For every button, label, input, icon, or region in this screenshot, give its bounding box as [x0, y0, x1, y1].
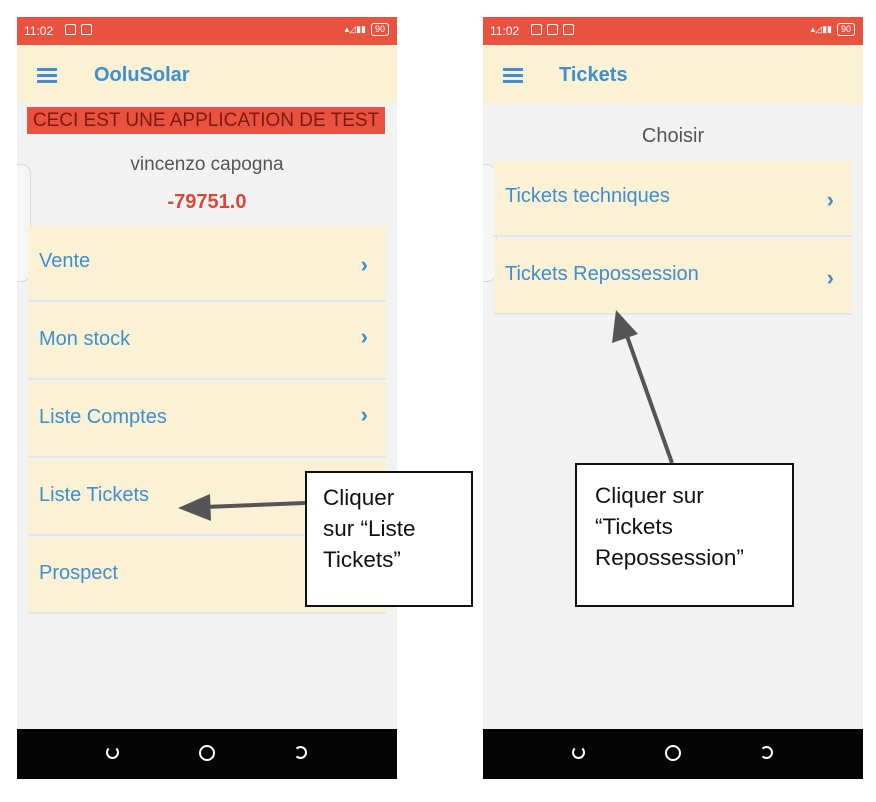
- menu-item-label: Prospect: [39, 562, 118, 584]
- callout-line: Cliquer sur: [595, 483, 704, 508]
- status-time: 11:02: [490, 24, 520, 38]
- navigation-bar: [17, 729, 397, 779]
- arrow-to-tickets-repossession: [625, 335, 674, 464]
- message-icon: [547, 24, 558, 35]
- chevron-right-icon: ›: [360, 402, 368, 427]
- recent-apps-icon[interactable]: [760, 746, 773, 759]
- back-icon[interactable]: [572, 746, 585, 759]
- menu-item-tickets-repossession[interactable]: Tickets Repossession ›: [494, 239, 852, 315]
- signal-icon: ▴◿▮▮: [344, 24, 366, 34]
- status-time: 11:02: [24, 24, 54, 38]
- recent-apps-icon[interactable]: [294, 746, 307, 759]
- menu-item-vente[interactable]: Vente ›: [28, 226, 386, 302]
- chevron-right-icon: ›: [360, 252, 368, 277]
- menu-item-label: Tickets Repossession: [505, 263, 699, 285]
- status-bar: 11:02 ▴◿▮▮ 90: [483, 17, 863, 45]
- menu-item-label: Tickets techniques: [505, 185, 670, 207]
- app-bar: OoluSolar: [17, 45, 397, 103]
- status-bar: 11:02 ▴◿▮▮ 90: [17, 17, 397, 45]
- home-icon[interactable]: [665, 745, 681, 761]
- back-icon[interactable]: [106, 746, 119, 759]
- hamburger-icon[interactable]: [37, 68, 57, 83]
- image-icon: [531, 24, 542, 35]
- choose-heading: Choisir: [641, 125, 705, 147]
- home-icon[interactable]: [199, 745, 215, 761]
- callout-line: Cliquer: [323, 485, 395, 510]
- callout-liste-tickets: Cliquer sur “Liste Tickets”: [305, 471, 473, 607]
- callout-tickets-repossession: Cliquer sur “Tickets Repossession”: [575, 463, 794, 607]
- navigation-bar: [483, 729, 863, 779]
- notification-icon: [81, 24, 92, 35]
- chevron-right-icon: ›: [826, 187, 834, 212]
- drawer-handle[interactable]: [17, 164, 31, 282]
- app-bar: Tickets: [483, 45, 863, 103]
- battery-icon: 90: [370, 23, 389, 36]
- menu-item-mon-stock[interactable]: Mon stock ›: [28, 304, 386, 380]
- message-icon: [65, 24, 76, 35]
- arrowhead-left: [178, 494, 211, 521]
- app-title: Tickets: [559, 64, 628, 86]
- menu-item-label: Mon stock: [39, 328, 131, 350]
- chevron-right-icon: ›: [826, 265, 834, 290]
- menu-item-label: Liste Comptes: [39, 406, 167, 428]
- signal-icon: ▴◿▮▮: [810, 24, 832, 34]
- menu-item-label: Liste Tickets: [39, 484, 150, 506]
- app-title: OoluSolar: [94, 64, 190, 86]
- menu-item-tickets-techniques[interactable]: Tickets techniques ›: [494, 161, 852, 237]
- notification-icon: [563, 24, 574, 35]
- callout-line: Repossession”: [595, 545, 744, 570]
- account-balance: -79751.0: [167, 191, 247, 213]
- callout-line: “Tickets: [595, 514, 673, 539]
- menu-item-liste-comptes[interactable]: Liste Comptes ›: [28, 382, 386, 458]
- test-warning-banner: CECI EST UNE APPLICATION DE TEST: [27, 107, 385, 134]
- menu-item-label: Vente: [39, 250, 91, 272]
- user-name: vincenzo capogna: [130, 154, 284, 175]
- callout-line: sur “Liste: [323, 516, 416, 541]
- chevron-right-icon: ›: [360, 324, 368, 349]
- hamburger-icon[interactable]: [503, 68, 523, 83]
- callout-line: Tickets”: [323, 547, 401, 572]
- phone-screen-tickets: 11:02 ▴◿▮▮ 90 Tickets Choisir Tickets te…: [483, 17, 863, 779]
- battery-icon: 90: [836, 23, 855, 36]
- arrow-to-liste-tickets: [204, 501, 306, 509]
- arrowhead-up: [612, 310, 638, 343]
